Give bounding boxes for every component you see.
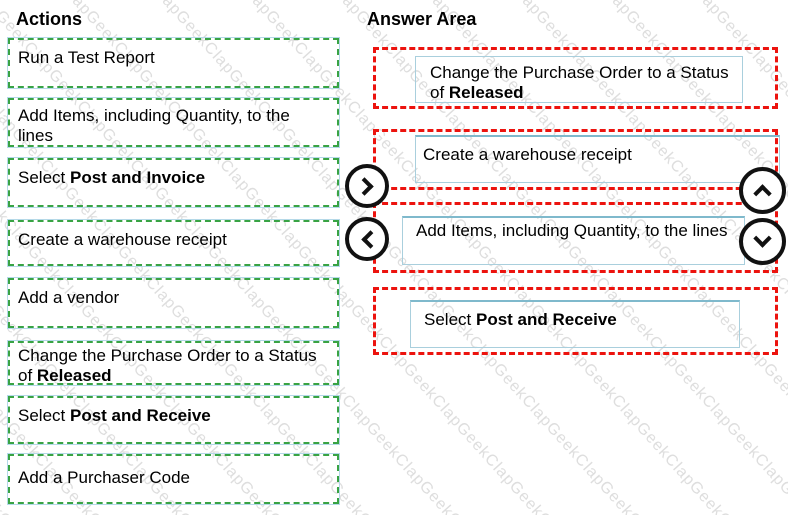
- action-item[interactable]: Change the Purchase Order to a Status of…: [8, 341, 339, 385]
- chevron-up-icon: [753, 184, 772, 203]
- bold-text: Released: [448, 83, 524, 102]
- move-left-button[interactable]: [345, 217, 389, 261]
- actions-title: Actions: [16, 9, 83, 29]
- chevron-right-icon: [354, 176, 374, 196]
- answer-item[interactable]: Change the Purchase Order to a Status of…: [415, 56, 743, 103]
- answer-area-title: Answer Area: [367, 9, 477, 29]
- plain-text: Create a warehouse receipt: [423, 145, 632, 164]
- plain-text: Change the Purchase Order to a Status of: [430, 63, 729, 102]
- bold-text: Released: [36, 366, 112, 385]
- answer-item[interactable]: Add Items, including Quantity, to the li…: [402, 216, 745, 265]
- bold-text: Post and Receive: [69, 406, 211, 425]
- action-item[interactable]: Create a warehouse receipt: [8, 220, 339, 266]
- plain-text: Select: [18, 406, 70, 425]
- answer-item[interactable]: Select Post and Receive: [410, 300, 740, 348]
- plain-text: Add Items, including Quantity, to the li…: [18, 106, 290, 145]
- plain-text: Change the Purchase Order to a Status of: [18, 346, 317, 385]
- answer-drop-slot[interactable]: Create a warehouse receipt: [373, 129, 780, 190]
- action-item[interactable]: Select Post and Invoice: [8, 158, 339, 207]
- answer-drop-slot[interactable]: Add Items, including Quantity, to the li…: [373, 202, 778, 273]
- bold-text: Post and Receive: [475, 310, 617, 329]
- plain-text: Select: [424, 310, 476, 329]
- plain-text: Add a Purchaser Code: [18, 468, 190, 487]
- action-item[interactable]: Add Items, including Quantity, to the li…: [8, 98, 339, 147]
- answer-drop-slot[interactable]: Change the Purchase Order to a Status of…: [373, 47, 778, 109]
- plain-text: Run a Test Report: [18, 48, 155, 67]
- move-right-button[interactable]: [345, 164, 389, 208]
- chevron-down-icon: [753, 229, 772, 248]
- move-down-button[interactable]: [739, 218, 786, 265]
- plain-text: Add a vendor: [18, 288, 120, 307]
- chevron-left-icon: [360, 229, 380, 249]
- plain-text: Create a warehouse receipt: [18, 230, 227, 249]
- action-item[interactable]: Add a Purchaser Code: [8, 454, 339, 504]
- answer-drop-slot[interactable]: Select Post and Receive: [373, 287, 778, 355]
- answer-item[interactable]: Create a warehouse receipt: [415, 135, 780, 183]
- plain-text: Select: [18, 168, 70, 187]
- move-up-button[interactable]: [739, 167, 786, 214]
- action-item[interactable]: Select Post and Receive: [8, 396, 339, 444]
- bold-text: Post and Invoice: [69, 168, 206, 187]
- action-item[interactable]: Add a vendor: [8, 278, 339, 328]
- action-item[interactable]: Run a Test Report: [8, 38, 339, 88]
- plain-text: Add Items, including Quantity, to the li…: [416, 221, 728, 240]
